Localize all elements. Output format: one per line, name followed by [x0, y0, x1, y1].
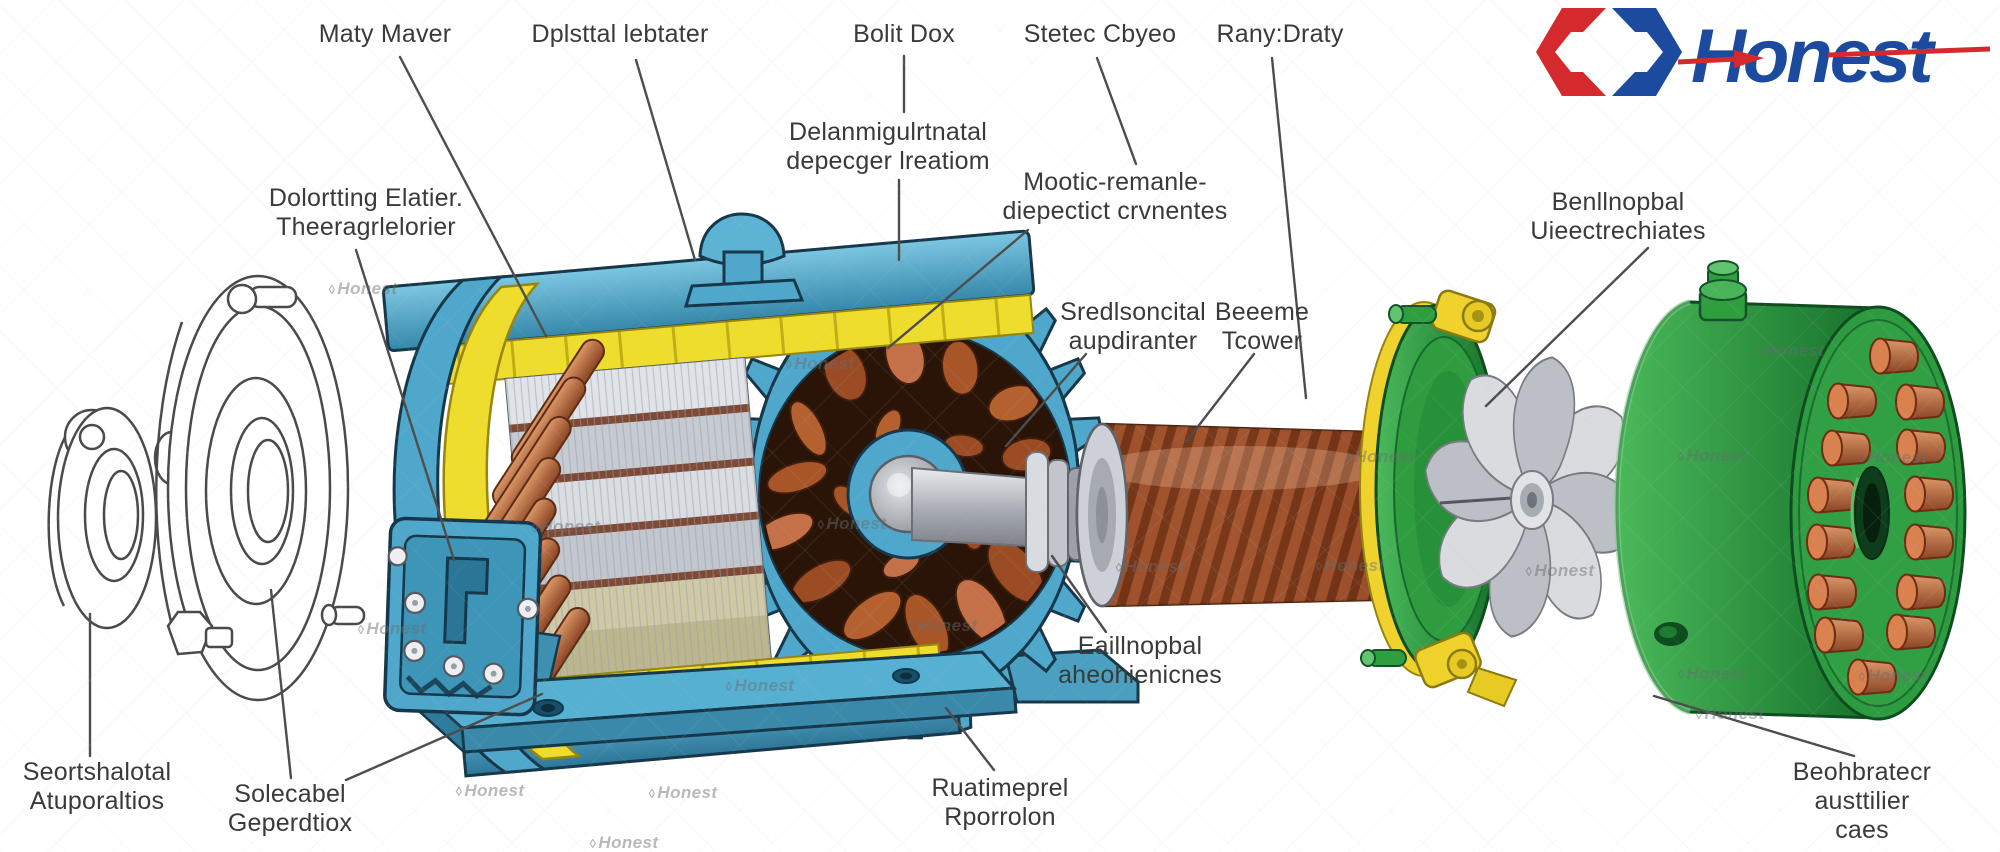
label-solecabel: Solecabel Geperdtiox	[227, 780, 353, 837]
watermark-text: Honest	[1116, 557, 1185, 577]
honest-logo-mark-icon	[1536, 8, 1682, 96]
copper-cylinder	[1904, 523, 1954, 561]
label-dplsttal: Dplsttal lebtater	[531, 20, 709, 48]
watermark-text: Honest	[1756, 341, 1825, 361]
leader-line-dolortting	[354, 248, 456, 562]
watermark-text: Honest	[1696, 704, 1765, 724]
label-rany: Rany:Draty	[1216, 20, 1344, 48]
watermark-text: Honest	[456, 781, 525, 801]
honest-logo-text: Honest	[1691, 14, 1936, 99]
watermark-text: Honest	[818, 514, 887, 534]
label-seortshalotal: Seortshalotal Atuporaltios	[22, 758, 172, 815]
watermark-text: Honest	[1859, 666, 1928, 686]
copper-cylinder	[1896, 573, 1946, 611]
terminal-screws	[387, 546, 540, 685]
label-maty-maver: Maty Maver	[318, 20, 452, 48]
copper-cylinder	[1886, 613, 1936, 651]
copper-cylinder	[1827, 382, 1877, 420]
leader-line-stetec	[1095, 56, 1138, 166]
watermark-text: Honest	[1678, 446, 1747, 466]
label-benllnopbal: Benllnopbal Uieectrechiates	[1530, 188, 1706, 245]
honest-logo-svg: Honest	[1536, 8, 1991, 99]
winding-blob	[766, 460, 829, 495]
copper-cylinder	[1869, 337, 1919, 375]
honest-logo: Honest	[1528, 6, 1998, 107]
leader-line-sredl	[1004, 352, 1088, 448]
watermark-text: Honest	[786, 354, 855, 374]
watermark-text: Honest	[1678, 664, 1747, 684]
leader-line-dplsttal	[634, 58, 697, 262]
leader-line-solecabel-b	[344, 692, 544, 782]
copper-cylinder	[1806, 523, 1856, 561]
gasket-outline-parts	[47, 274, 366, 702]
leader-line-rany	[1270, 56, 1308, 400]
label-ruatimeprel: Ruatimeprel Rporrolon	[931, 774, 1069, 831]
copper-cylinder	[1807, 573, 1857, 611]
cooling-fan	[1424, 356, 1640, 638]
watermark-text: Honest	[726, 676, 795, 696]
leader-line-beohbratecr	[1652, 694, 1856, 758]
winding-blob	[789, 400, 828, 457]
label-dolortting: Dolortting Elatier. Theeragrlelorier	[268, 184, 464, 241]
watermark-text: Honest	[909, 616, 978, 636]
winding-blob	[940, 339, 980, 396]
leader-line-eaillnopbal	[1050, 554, 1108, 634]
label-sredl: Sredlsoncital aupdiranter	[1060, 298, 1206, 355]
watermark-text: Honest	[649, 783, 718, 803]
watermark-text: Honest	[1526, 561, 1595, 581]
leader-line-maty	[398, 55, 548, 338]
copper-cylinder	[1807, 476, 1857, 514]
shaft-needle	[1439, 496, 1513, 505]
leader-lines	[88, 54, 1856, 782]
label-beohbratecr: Beohbratecr austtilier caes	[1792, 758, 1932, 844]
copper-cylinder	[1814, 616, 1864, 654]
watermark-text: Honest	[1346, 447, 1415, 467]
label-eaillnopbal: Eaillnopbal aheohienicnes	[1058, 632, 1222, 689]
watermark-text: Honest	[532, 517, 601, 537]
leader-line-ruatimeprel	[944, 706, 996, 772]
label-stetec: Stetec Cbyeo	[1023, 20, 1177, 48]
watermark-text: Honest	[590, 833, 659, 852]
watermark-text: Honest	[329, 279, 398, 299]
leader-line-solecabel-a	[269, 588, 293, 780]
watermark-text: Honest	[1859, 448, 1928, 468]
label-beeeme: Beeeme Tcower	[1214, 298, 1310, 355]
watermark-text: Honest	[358, 619, 427, 639]
label-mootic: Mootic-remanle- diepectict crvnentes	[1002, 168, 1228, 225]
lifting-eye-cap	[683, 212, 805, 308]
leader-line-mootic	[886, 228, 1030, 350]
copper-cylinder	[1904, 475, 1954, 513]
label-delan: Delanmigulrtnatal depecger lreatiom	[786, 118, 990, 175]
rotor-winding-cylinder	[1075, 422, 1391, 608]
rear-housing-drum	[1614, 260, 1967, 721]
watermark-text: Honest	[1316, 556, 1385, 576]
leader-line-beeeme	[1184, 352, 1256, 444]
label-bolit-dox: Bolit Dox	[853, 20, 955, 48]
copper-cylinder	[1895, 383, 1945, 421]
terminal-box	[383, 516, 543, 717]
honest-logo-arrow-icon	[1677, 46, 1991, 68]
leader-line-benllnopbal	[1484, 246, 1650, 408]
winding-blob	[842, 589, 903, 642]
